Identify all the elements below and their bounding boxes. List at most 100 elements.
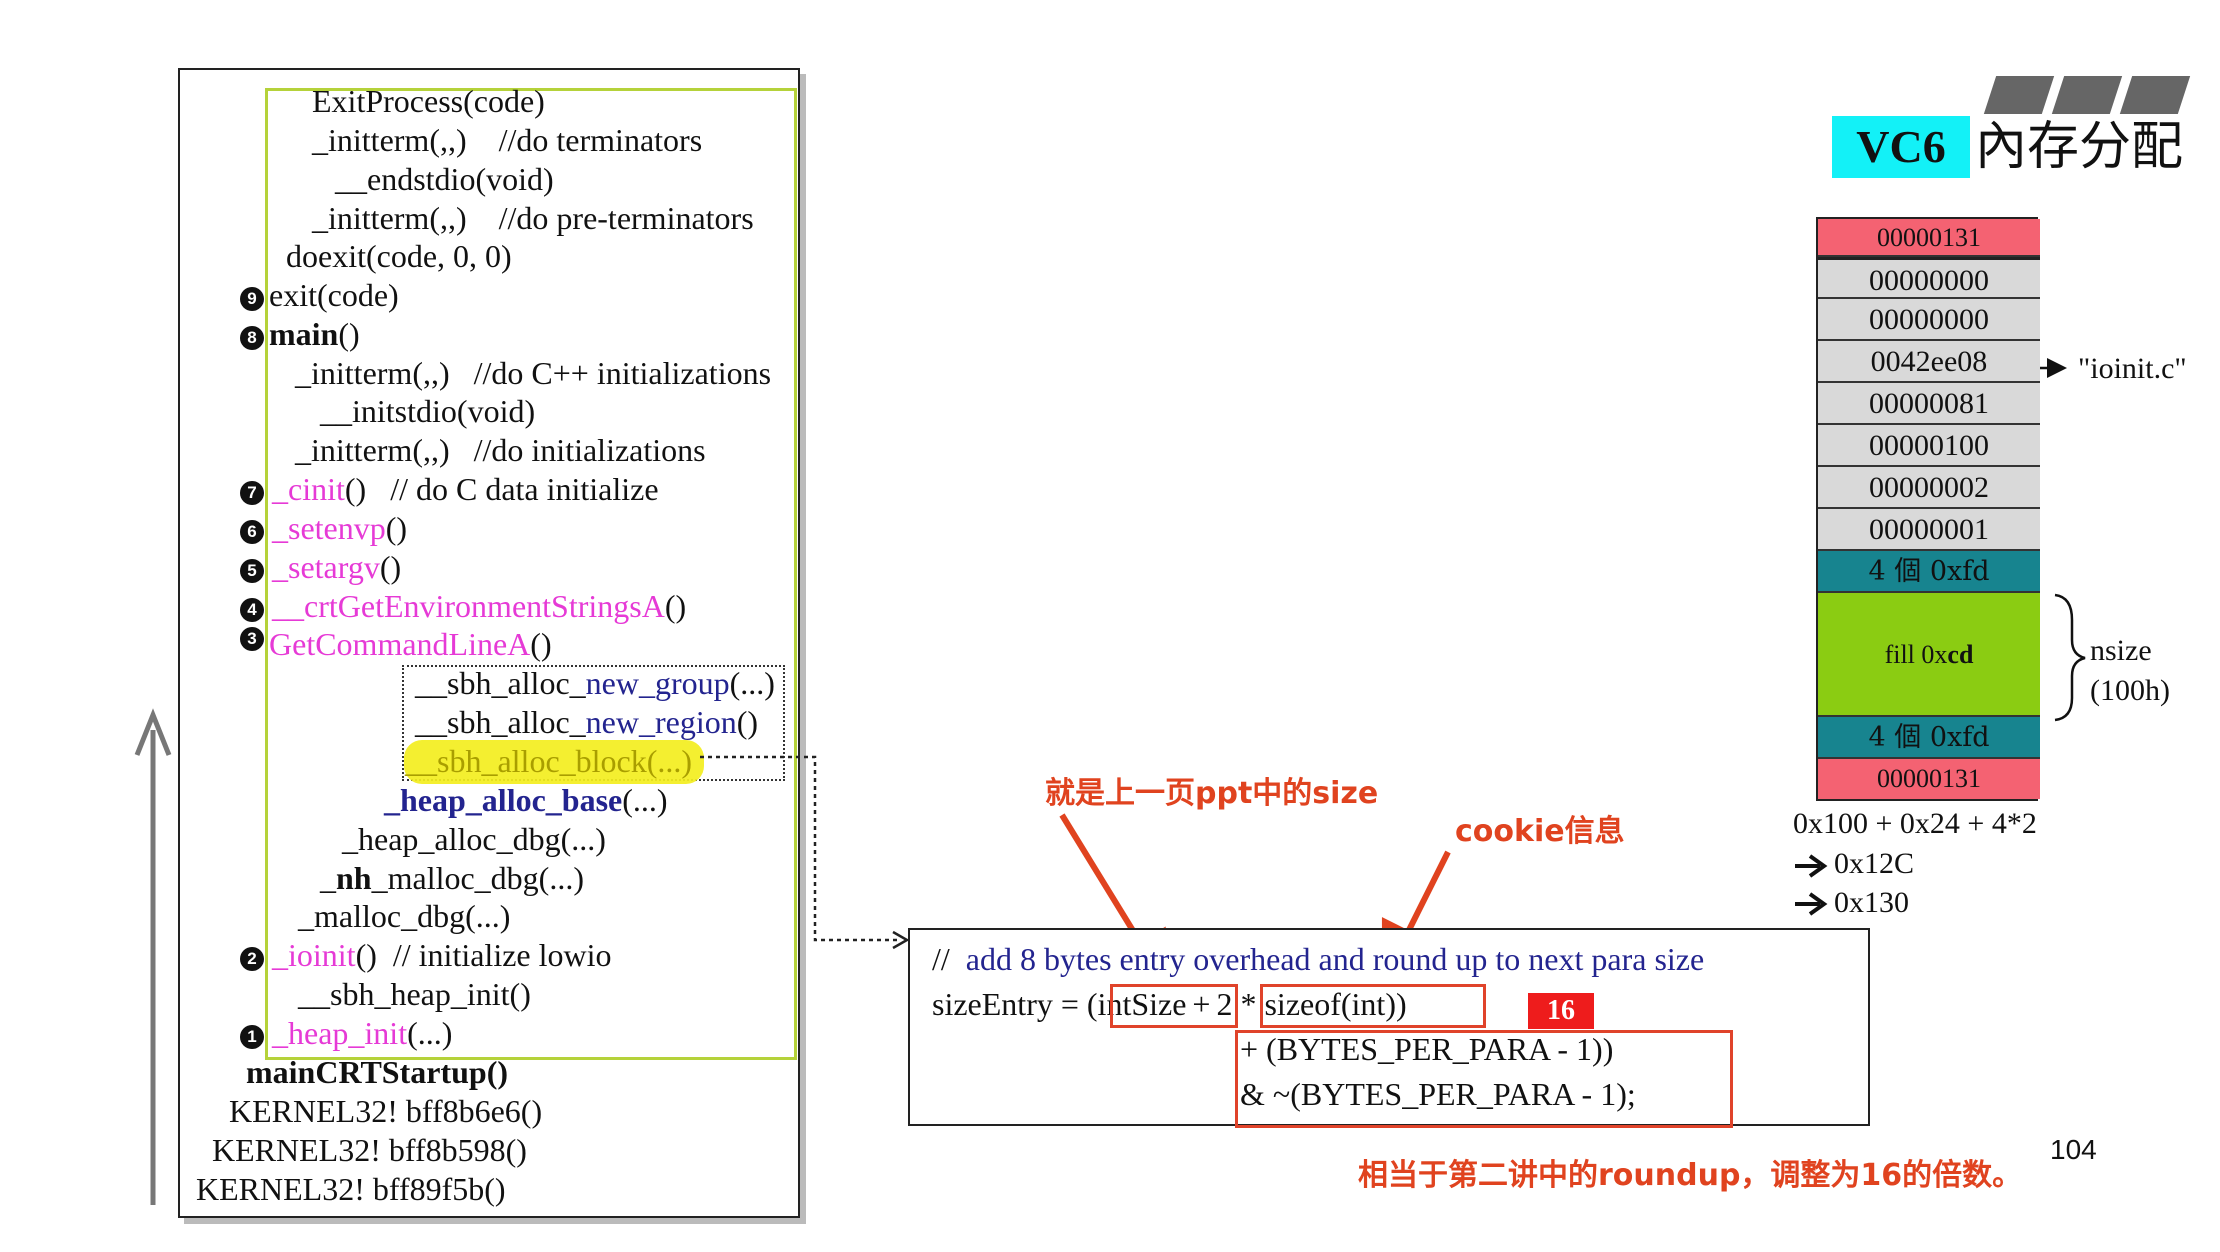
sizeof-highlight-box — [1260, 984, 1486, 1028]
step-marker-5: 5 — [240, 559, 264, 583]
getcommandline-name: GetCommandLineA — [269, 626, 531, 662]
new-region-rest: () — [736, 704, 759, 740]
size-note: 就是上一页ppt中的size — [1045, 776, 1379, 811]
code-intsize: (intSize — [1086, 986, 1187, 1022]
calc-arrow-1 — [1795, 854, 1828, 878]
sixteen-badge: 16 — [1528, 993, 1594, 1029]
ioinit-rest: () // initialize lowio — [355, 937, 612, 973]
dotted-connector — [700, 755, 900, 942]
heap-alloc-base-name: _heap_alloc_base — [384, 782, 623, 818]
stack-line-main: main() — [269, 315, 360, 353]
stack-line-exit: exit(code) — [269, 277, 399, 313]
stack-line-doexit: doexit(code, 0, 0) — [286, 238, 512, 274]
sbh-highlight — [404, 740, 704, 784]
code-sizeof: 2 * sizeof(int) — [1216, 986, 1396, 1022]
heap-alloc-base-args: (...) — [622, 782, 668, 818]
getcommandline-rest: () — [530, 626, 552, 662]
mem-header-1: 00000000 — [1818, 257, 2040, 299]
mem-header-6: 00000002 — [1818, 467, 2040, 509]
stack-line-heap-alloc-base: _heap_alloc_base(...) — [384, 781, 668, 819]
step-marker-7: 7 — [240, 481, 264, 505]
stack-line-getcommandline: GetCommandLineA() — [269, 625, 552, 663]
heap-init-name: _heap_init — [272, 1015, 408, 1051]
stack-line-malloc-dbg: _malloc_dbg(...) — [298, 898, 511, 934]
fill-value: cd — [1947, 640, 1974, 669]
green-frame — [265, 88, 797, 1060]
nh-bold: nh — [336, 860, 372, 896]
mem-header-2: 00000000 — [1818, 299, 2040, 341]
stack-line-setargv: _setargv() — [272, 548, 401, 586]
main-bold: main — [269, 316, 339, 352]
intsize-highlight-box — [1110, 984, 1238, 1028]
stack-line-sbh-heap-init: __sbh_heap_init() — [298, 976, 531, 1012]
comment-text: add 8 bytes entry overhead and round up … — [965, 941, 1705, 977]
ioinit-name: _ioinit — [272, 937, 356, 973]
setenvp-rest: () — [385, 510, 408, 546]
stack-line-ioinit: _ioinit() // initialize lowio — [272, 936, 612, 974]
mem-fill: fill 0xcd — [1818, 593, 2040, 717]
step-marker-9: 9 — [240, 287, 264, 311]
mem-guard-bottom: 4 個 0xfd — [1818, 717, 2040, 759]
stack-line-cinit: _cinit() // do C data initialize — [272, 470, 659, 508]
mem-header-7: 00000001 — [1818, 509, 2040, 551]
nsize-label: nsize — [2090, 634, 2152, 667]
code-line-4: & ~(BYTES_PER_PARA - 1); — [1240, 1076, 1636, 1112]
call-stack-panel — [178, 68, 800, 1218]
main-parens: () — [338, 316, 360, 352]
stack-line-maincrtstartup: mainCRTStartup() — [246, 1054, 508, 1090]
code-line-2: sizeEntry = (intSize+2 * sizeof(int)) — [932, 985, 1407, 1023]
calc-line-3: 0x130 — [1834, 886, 1909, 919]
step-marker-2: 2 — [240, 947, 264, 971]
code-comment: // add 8 bytes entry overhead and round … — [932, 940, 1704, 978]
mem-cookie-top: 00000131 — [1818, 219, 2040, 257]
stack-line-initterm-preterminators: _initterm(,,) //do pre-terminators — [312, 200, 754, 236]
stack-line-initterm-terminators: _initterm(,,) //do terminators — [312, 122, 703, 158]
roundup-highlight-box — [1235, 1030, 1733, 1128]
stack-line-initstdio: __initstdio(void) — [320, 393, 536, 429]
stack-line-sbh-alloc-block: __sbh_alloc_block(...) — [405, 743, 693, 779]
calc-line-1: 0x100 + 0x24 + 4*2 — [1793, 807, 2037, 840]
new-group-highlight: new_group — [585, 665, 730, 701]
stack-line-kernel32-2: KERNEL32! bff8b598() — [212, 1132, 527, 1168]
new-group-rest: (...) — [729, 665, 775, 701]
cinit-rest: () // do C data initialize — [344, 471, 659, 507]
setargv-name: _setargv — [272, 549, 380, 585]
stack-line-heap-alloc-dbg: _heap_alloc_dbg(...) — [342, 821, 606, 857]
nsize-value: (100h) — [2090, 674, 2170, 707]
mem-header-5: 00000100 — [1818, 425, 2040, 467]
stack-line-setenvp: _setenvp() — [272, 509, 407, 547]
crtgetenv-name: __crtGetEnvironmentStringsA — [272, 588, 665, 624]
title-badge: VC6 — [1832, 116, 1970, 178]
stack-line-sbh-new-region: __sbh_alloc_new_region() — [415, 704, 759, 740]
fill-prefix: fill 0x — [1884, 640, 1948, 669]
stack-line-nh-malloc-dbg: _nh_malloc_dbg(...) — [320, 860, 584, 896]
stack-line-sbh-new-group: __sbh_alloc_new_group(...) — [415, 665, 775, 701]
calc-arrow-2 — [1795, 892, 1828, 916]
comment-prefix: // — [932, 941, 950, 977]
code-plus: + — [1192, 986, 1211, 1022]
mem-header-4: 00000081 — [1818, 383, 2040, 425]
pointer-label: "ioinit.c" — [2078, 352, 2187, 385]
stack-line-endstdio: __endstdio(void) — [335, 161, 554, 197]
calc-line-2: 0x12C — [1834, 847, 1915, 880]
cinit-name: _cinit — [272, 471, 345, 507]
stack-line-exitprocess: ExitProcess(code) — [312, 83, 545, 119]
new-region-highlight: new_region — [585, 704, 737, 740]
mem-cookie-bottom: 00000131 — [1818, 759, 2040, 799]
heap-init-rest: (...) — [407, 1015, 453, 1051]
stack-line-heap-init: _heap_init(...) — [272, 1014, 452, 1052]
memory-block: 00000131 00000000 00000000 0042ee08 0000… — [1816, 217, 2040, 801]
code-lhs: sizeEntry = — [932, 986, 1087, 1022]
comment-space — [950, 941, 966, 977]
title-text: 內存分配 — [1975, 117, 2184, 177]
step-marker-4: 4 — [240, 598, 264, 622]
stack-line-crtgetenv: __crtGetEnvironmentStringsA() — [272, 587, 686, 625]
setargv-rest: () — [379, 549, 402, 585]
step-marker-3: 3 — [240, 627, 264, 651]
nsize-brace — [2054, 593, 2086, 722]
step-marker-8: 8 — [240, 326, 264, 350]
code-close: ) — [1395, 986, 1407, 1022]
mem-header-3: 0042ee08 — [1818, 341, 2040, 383]
step-marker-6: 6 — [240, 520, 264, 544]
mem-guard-top: 4 個 0xfd — [1818, 551, 2040, 593]
